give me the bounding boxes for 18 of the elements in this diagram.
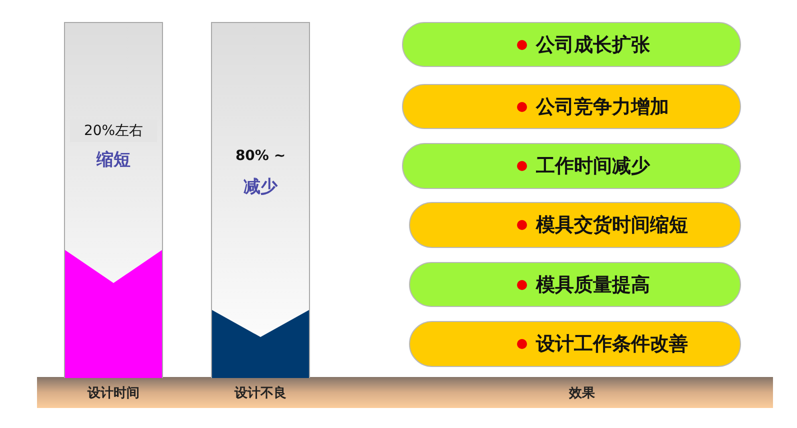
result-text: 工作时间减少	[536, 154, 650, 179]
result-pill	[402, 84, 741, 129]
change-text: 缩短	[95, 149, 132, 171]
axis-label: 设计不良	[234, 384, 286, 402]
axis-label: 效果	[569, 385, 595, 402]
result-text: 公司成长扩张	[536, 32, 650, 58]
percentage-text: 80% ~	[234, 148, 287, 164]
axis-label: 设计时间	[88, 385, 140, 402]
result-text: 模具质量提高	[536, 272, 650, 298]
result-pill	[402, 143, 741, 189]
result-pill	[402, 22, 741, 67]
result-text: 设计工作条件改善	[536, 332, 688, 357]
result-text: 公司竞争力增加	[536, 94, 669, 120]
result-pill	[409, 262, 741, 307]
result-text: 模具交货时间缩短	[536, 213, 688, 238]
result-pill	[409, 321, 741, 367]
change-text: 减少	[242, 176, 279, 198]
result-pill	[409, 202, 741, 248]
